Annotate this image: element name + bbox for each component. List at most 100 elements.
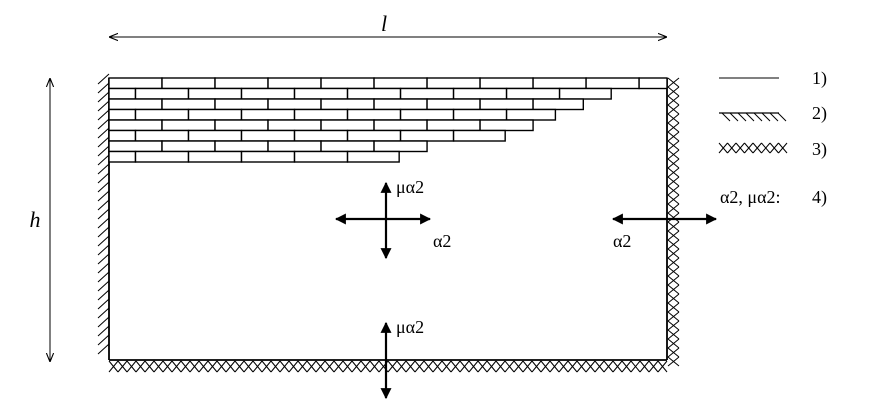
hatch-stroke: [97, 316, 110, 328]
brick: [452, 87, 508, 100]
crosshatch-stroke: [252, 360, 263, 373]
hatch-stroke: [761, 112, 771, 122]
brick: [187, 87, 243, 100]
crosshatch-stroke: [667, 248, 680, 259]
crosshatch-stroke: [468, 360, 479, 373]
brick: [346, 150, 400, 163]
legend-hinged-edge-label: 2): [812, 103, 827, 124]
hatch-stroke: [97, 262, 110, 274]
crosshatch-stroke: [495, 360, 506, 373]
brick: [108, 87, 137, 100]
masonry-courses: [108, 77, 668, 163]
brick: [134, 108, 190, 121]
crosshatch-stroke: [667, 302, 680, 313]
crosshatch-stroke: [522, 360, 533, 373]
brick: [134, 150, 190, 163]
crosshatch-stroke: [667, 293, 680, 304]
brick: [240, 150, 296, 163]
crosshatch-stroke: [333, 360, 344, 373]
hatch-stroke: [745, 112, 755, 122]
crosshatch-stroke: [180, 360, 191, 373]
legend: 1) 2) 3) α2, μα2: 4): [718, 68, 827, 208]
brick: [373, 140, 428, 153]
crosshatch-stroke: [360, 360, 371, 373]
crosshatch-stroke: [778, 142, 788, 154]
crosshatch-stroke: [225, 360, 236, 373]
brick: [240, 108, 296, 121]
inner-horizontal-load-label: α2: [433, 231, 451, 251]
brick: [108, 150, 137, 163]
crosshatch-stroke: [667, 356, 680, 367]
length-label: l: [381, 11, 387, 36]
brick: [240, 87, 296, 100]
hatch-stroke: [777, 112, 787, 122]
crosshatch-stroke: [171, 360, 182, 373]
brick: [293, 87, 349, 100]
crosshatch-stroke: [117, 360, 128, 373]
brick: [108, 77, 163, 90]
crosshatch-stroke: [667, 329, 680, 340]
crosshatch-stroke: [288, 360, 299, 373]
legend-free-edge-label: 1): [812, 68, 827, 89]
crosshatch-stroke: [761, 142, 771, 154]
brick: [161, 119, 216, 132]
crosshatch-stroke: [279, 360, 290, 373]
crosshatch-stroke: [667, 104, 680, 115]
fixed-support-right: [667, 77, 680, 367]
fixed-support-bottom: [108, 360, 668, 373]
crosshatch-stroke: [727, 142, 737, 154]
crosshatch-stroke: [667, 284, 680, 295]
brick: [161, 140, 216, 153]
brick: [267, 119, 322, 132]
crosshatch-stroke: [207, 360, 218, 373]
crosshatch-stroke: [315, 360, 326, 373]
crosshatch-stroke: [667, 176, 680, 187]
brick: [558, 87, 612, 100]
brick: [399, 108, 455, 121]
brick: [585, 77, 640, 90]
brick: [320, 119, 375, 132]
hatch-stroke: [97, 307, 110, 319]
hatch-stroke: [97, 100, 110, 112]
brick: [638, 77, 668, 90]
brick: [346, 108, 402, 121]
crosshatch-stroke: [667, 338, 680, 349]
hatch-stroke: [97, 190, 110, 202]
hatch-stroke: [737, 112, 747, 122]
crosshatch-stroke: [667, 149, 680, 160]
crosshatch-stroke: [531, 360, 542, 373]
hatch-stroke: [97, 136, 110, 148]
hatch-stroke: [97, 109, 110, 121]
right-edge-load-label: α2: [613, 231, 631, 251]
crosshatch-stroke: [667, 95, 680, 106]
hatch-stroke: [97, 289, 110, 301]
crosshatch-stroke: [477, 360, 488, 373]
legend-loads-prefix: α2, μα2:: [720, 187, 781, 207]
legend-hinged-edge-symbol: [719, 112, 787, 122]
brick: [373, 119, 428, 132]
crosshatch-stroke: [351, 360, 362, 373]
crosshatch-stroke: [504, 360, 515, 373]
crosshatch-stroke: [667, 203, 680, 214]
brick: [399, 87, 455, 100]
crosshatch-stroke: [162, 360, 173, 373]
crosshatch-stroke: [297, 360, 308, 373]
crosshatch-stroke: [234, 360, 245, 373]
crosshatch-stroke: [342, 360, 353, 373]
brick: [187, 129, 243, 142]
brick: [452, 129, 506, 142]
brick: [108, 140, 163, 153]
hatch-stroke: [721, 112, 731, 122]
crosshatch-stroke: [667, 131, 680, 142]
crosshatch-stroke: [306, 360, 317, 373]
brick: [134, 129, 190, 142]
crosshatch-stroke: [735, 142, 745, 154]
hatch-stroke: [97, 163, 110, 175]
crosshatch-stroke: [667, 347, 680, 358]
crosshatch-stroke: [752, 142, 762, 154]
crosshatch-stroke: [270, 360, 281, 373]
height-label: h: [30, 207, 41, 232]
crosshatch-stroke: [153, 360, 164, 373]
brick: [161, 77, 216, 90]
